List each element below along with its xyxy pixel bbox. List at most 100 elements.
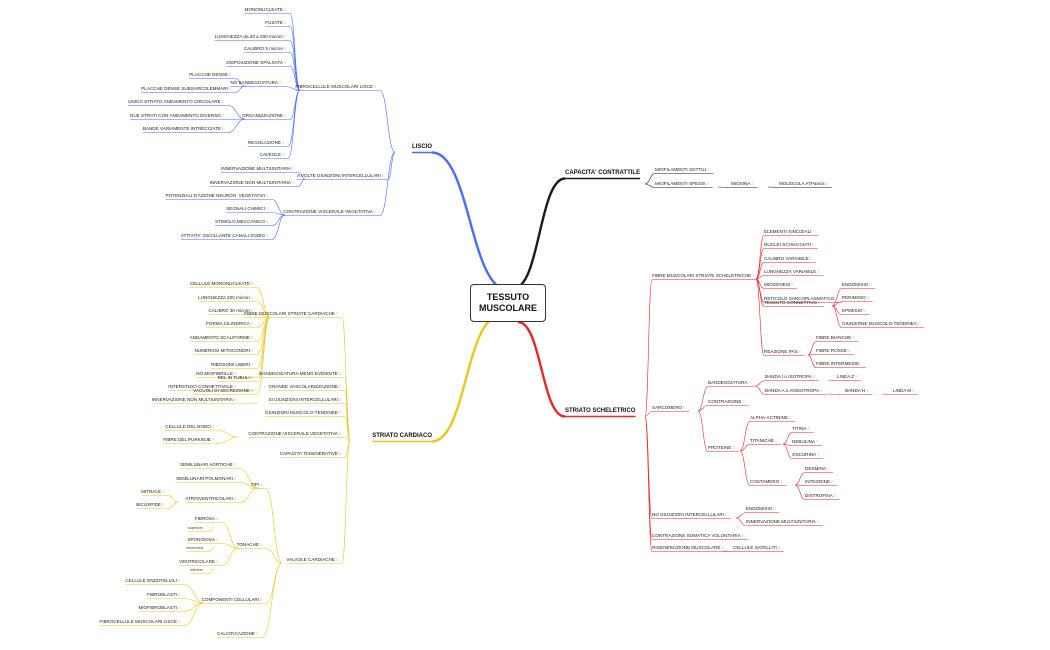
node-mononucleate[interactable]: MONONUCLEATE≡ — [245, 7, 288, 13]
node-reticolo[interactable]: RETICOLO SARCOPLASMATICO≡ — [764, 296, 839, 302]
node-bandeggiatura-l[interactable]: NO BANDEGGIATURA≡ — [230, 80, 282, 86]
node-contrazione-l[interactable]: CONTRAZIONE VISCERALE VEGETATIVA≡ — [283, 209, 377, 215]
node-bande-var[interactable]: BANDE VARIAMENTE INTRECCIATE≡ — [143, 126, 226, 132]
node-segnali[interactable]: SEGNALI CHIMICI≡ — [226, 206, 269, 212]
node-giunzioni-l[interactable]: A VOLTE GIUNZIONI INTERCELLULARI≡ — [297, 173, 385, 179]
node-cell-mono[interactable]: CELLULE MONONUCLEATE≡ — [190, 281, 255, 287]
node-cal-c[interactable]: CALIBRO 30 micron≡ — [208, 308, 254, 314]
node-alfa[interactable]: ALPHA-ACTININE≡ — [750, 415, 792, 421]
node-nebulina[interactable]: NEBULINA≡ — [792, 439, 819, 445]
node-placche[interactable]: PLACCHE DENSE≡ — [189, 72, 232, 78]
node-miofibro[interactable]: MIOFIBROBLASTI≡ — [138, 605, 181, 611]
node-sarcomero[interactable]: SARCOMERO≡ — [652, 405, 686, 411]
node-nuclei[interactable]: NUCLEI SCHIACCIATI≡ — [764, 242, 815, 248]
node-titina[interactable]: TITINA≡ — [792, 426, 811, 432]
node-elementi[interactable]: ELEMENTI SINCIZIALI≡ — [764, 229, 816, 235]
node-proteine[interactable]: PROTEINE≡ — [708, 445, 736, 451]
node-regolazione[interactable]: REGOLAZIONE≡ — [248, 140, 286, 146]
node-oscurina[interactable]: OSCURINA≡ — [792, 452, 821, 458]
node-fibre-rosse[interactable]: FIBRE ROSSE≡ — [816, 348, 851, 354]
node-epimisio[interactable]: EPIMISIO≡ — [842, 308, 867, 314]
node-stimolo[interactable]: STIMOLO MECCANICO≡ — [215, 219, 269, 225]
node-fibre-purk[interactable]: FIBRE DEL PURKINJE≡ — [163, 437, 215, 443]
node-band-s[interactable]: BANDEGGIATURA≡ — [708, 380, 752, 386]
node-spongiosa[interactable]: SPONGIOSA≡ — [187, 537, 219, 543]
node-interstizio[interactable]: INTERSTIZIO CONNETTIVALE≡ — [168, 384, 237, 390]
node-satelliti[interactable]: CELLULE SATELLITI≡ — [733, 545, 781, 551]
node-scheletrico[interactable]: STRIATO SCHELETRICO — [565, 408, 635, 414]
node-rigenerazione[interactable]: RIGENERAZIONE MUSCOLARE≡ — [652, 545, 725, 551]
node-fusate[interactable]: FUSATE≡ — [265, 20, 287, 26]
node-contrattile[interactable]: CAPACITA' CONTRATTILE — [565, 170, 640, 176]
node-semilunari-a[interactable]: SEMILUNARI AORTICHE≡ — [180, 462, 237, 468]
node-endomisio2[interactable]: ENDOMISIO≡ — [746, 506, 777, 512]
node-miosina[interactable]: MIOSINA≡ — [731, 181, 755, 187]
node-fibre-interm[interactable]: FIBRE INTERMEDIE≡ — [816, 361, 863, 367]
node-innerv-multi-s[interactable]: INNERVAZIONE MULTIUNITARIA≡ — [746, 519, 820, 525]
node-rel[interactable]: REL IN TUBULI≡ — [218, 375, 255, 381]
node-grande-vasc[interactable]: GRANDE VASCOLARIZZAZIONE≡ — [268, 384, 342, 390]
node-disposizione[interactable]: DISPOSIZIONE SPALSATA≡ — [226, 60, 287, 66]
node-giunz-mt[interactable]: GIUNZIONI MUSCOLO-TENDINEE≡ — [265, 410, 342, 416]
node-andamento[interactable]: ANDAMENTO SCALIFORME≡ — [190, 335, 255, 341]
node-intermedia[interactable]: intermedia — [186, 545, 203, 551]
node-calcificazione[interactable]: CALCIFICAZIONE≡ — [217, 631, 259, 637]
node-molecola[interactable]: MOLECOLA ATPasica≡ — [779, 181, 829, 187]
node-superiore[interactable]: superiore — [188, 525, 203, 531]
node-innerv-multi-l[interactable]: INNERVAZIONE MULTIUNITARIA≡ — [221, 166, 295, 172]
node-atrio[interactable]: ATRIOVENTRICOLARI≡ — [185, 496, 237, 502]
node-desmina[interactable]: DESMINA≡ — [805, 466, 830, 472]
node-endoteliali[interactable]: CELLULE ENDOTELIALI≡ — [125, 578, 181, 584]
node-innerv-non-l[interactable]: INNERVAZIONE NON MULTIUNITARIA≡ — [210, 180, 296, 186]
root-node[interactable]: TESSUTO MUSCOLARE — [470, 284, 546, 322]
node-tessuto-conn[interactable]: TESSUTO CONNETTIVO≡ — [764, 300, 821, 306]
node-perimisio[interactable]: PERIMISIO≡ — [842, 295, 870, 301]
node-forma[interactable]: FORMA CILINDRICA≡ — [206, 321, 254, 327]
node-fibre-card[interactable]: FIBRE MUSCOLARI STRIATE CARDIACHE≡ — [244, 311, 339, 317]
node-integrine[interactable]: INTEGRINE≡ — [805, 479, 834, 485]
node-miof-sottili[interactable]: MIOFILAMENTI SOTTILI≡ — [655, 167, 711, 173]
node-due-strati[interactable]: DUE STRATI CON ANDAMENTO DIVERSO≡ — [130, 113, 225, 119]
node-ventricolare[interactable]: VENTRICOLARE≡ — [179, 559, 219, 565]
node-costamero[interactable]: COSTAMERO≡ — [750, 479, 784, 485]
node-unico-strato[interactable]: UNICO STRATO ANDAMENTO CIRCOLARE≡ — [128, 99, 225, 105]
node-miof-spessi[interactable]: MIOFILAMENTI SPESSI≡ — [655, 181, 710, 187]
node-fibre-bianche[interactable]: FIBRE BIANCHE≡ — [816, 335, 856, 341]
node-liscio[interactable]: LISCIO — [412, 144, 432, 150]
node-placche-sub[interactable]: PLACCHE DENSE SUBSARCOLEMMARI≡ — [141, 86, 232, 92]
node-contr-visc-c[interactable]: CONTRAZIONE VISCERALE VEGETATIVA≡ — [248, 431, 342, 437]
node-fibroblasti[interactable]: FIBROBLASTI≡ — [147, 592, 181, 598]
node-bicuspide[interactable]: BICUSPIDE≡ — [136, 502, 165, 508]
node-cardiaco[interactable]: STRIATO CARDIACO — [372, 433, 432, 439]
node-banda-h[interactable]: BANDA H≡ — [845, 388, 870, 394]
node-fibrocell-l[interactable]: FIBROCELLULE MUSCOLARI LISCE≡ — [99, 619, 181, 625]
node-lung-var[interactable]: LUNGHEZZA VARIABILE≡ — [764, 269, 821, 275]
node-contrazione-s[interactable]: CONTRAZIONE≡ — [708, 399, 746, 405]
node-inferiore[interactable]: inferiore — [190, 567, 203, 573]
node-organizzazione[interactable]: ORGANIZZAZIONE≡ — [242, 113, 287, 119]
node-fibre-sch[interactable]: FIBRE MUSCOLARI STRIATE SCHELETRICHE≡ — [652, 273, 756, 279]
node-endomisio[interactable]: ENDOMISIO≡ — [842, 282, 873, 288]
node-band-meno[interactable]: BANDEGGIATURA MENO EVIDENTE≡ — [259, 371, 342, 377]
node-miogenesi[interactable]: MIOGENESI≡ — [764, 282, 794, 288]
node-numerosi[interactable]: NUMEROSI MITOCONDRI≡ — [194, 348, 254, 354]
node-ribosomi[interactable]: RIBOSOMI LIBERI≡ — [211, 362, 254, 368]
node-lung-c[interactable]: LUNGHEZZA 200 micron≡ — [198, 295, 254, 301]
node-componenti[interactable]: COMPONENTI CELLULARI≡ — [202, 597, 264, 603]
node-giunz-mt-s[interactable]: GIUNZIONE MUSCOLO-TENDINEA≡ — [842, 321, 921, 327]
node-distrofina[interactable]: DISTROFINA≡ — [805, 493, 837, 499]
node-linea-m[interactable]: LINEA M≡ — [893, 388, 915, 394]
node-caveole[interactable]: CAVEOLE≡ — [260, 152, 286, 158]
node-mitrale[interactable]: MITRALE≡ — [141, 489, 165, 495]
node-tipi[interactable]: TIPI≡ — [251, 482, 264, 488]
node-reazione[interactable]: REAZIONE PAS≡ — [764, 349, 802, 355]
node-banda-a[interactable]: BANDA A o ANISOTROPA≡ — [765, 388, 823, 394]
node-contr-som[interactable]: CONTRAZIONE SOMATICA VOLONTARIA≡ — [652, 533, 745, 539]
node-fibrosa[interactable]: FIBROSA≡ — [195, 516, 220, 522]
node-no-miofib[interactable]: NO MIOFIBRILLE≡ — [196, 371, 237, 377]
node-semilunari-p[interactable]: SEMILUNARI POLMONARI≡ — [176, 476, 237, 482]
node-banda-i[interactable]: BANDA I o ISOTROPA≡ — [765, 374, 816, 380]
node-vacuoli[interactable]: VACUOLI DI SECREZIONE≡ — [193, 388, 254, 394]
node-lunghezza-l[interactable]: LUNGHEZZA da 20 a 200 micron≡ — [215, 34, 288, 40]
node-cell-nodo[interactable]: CELLULE DEL NODO≡ — [165, 424, 215, 430]
